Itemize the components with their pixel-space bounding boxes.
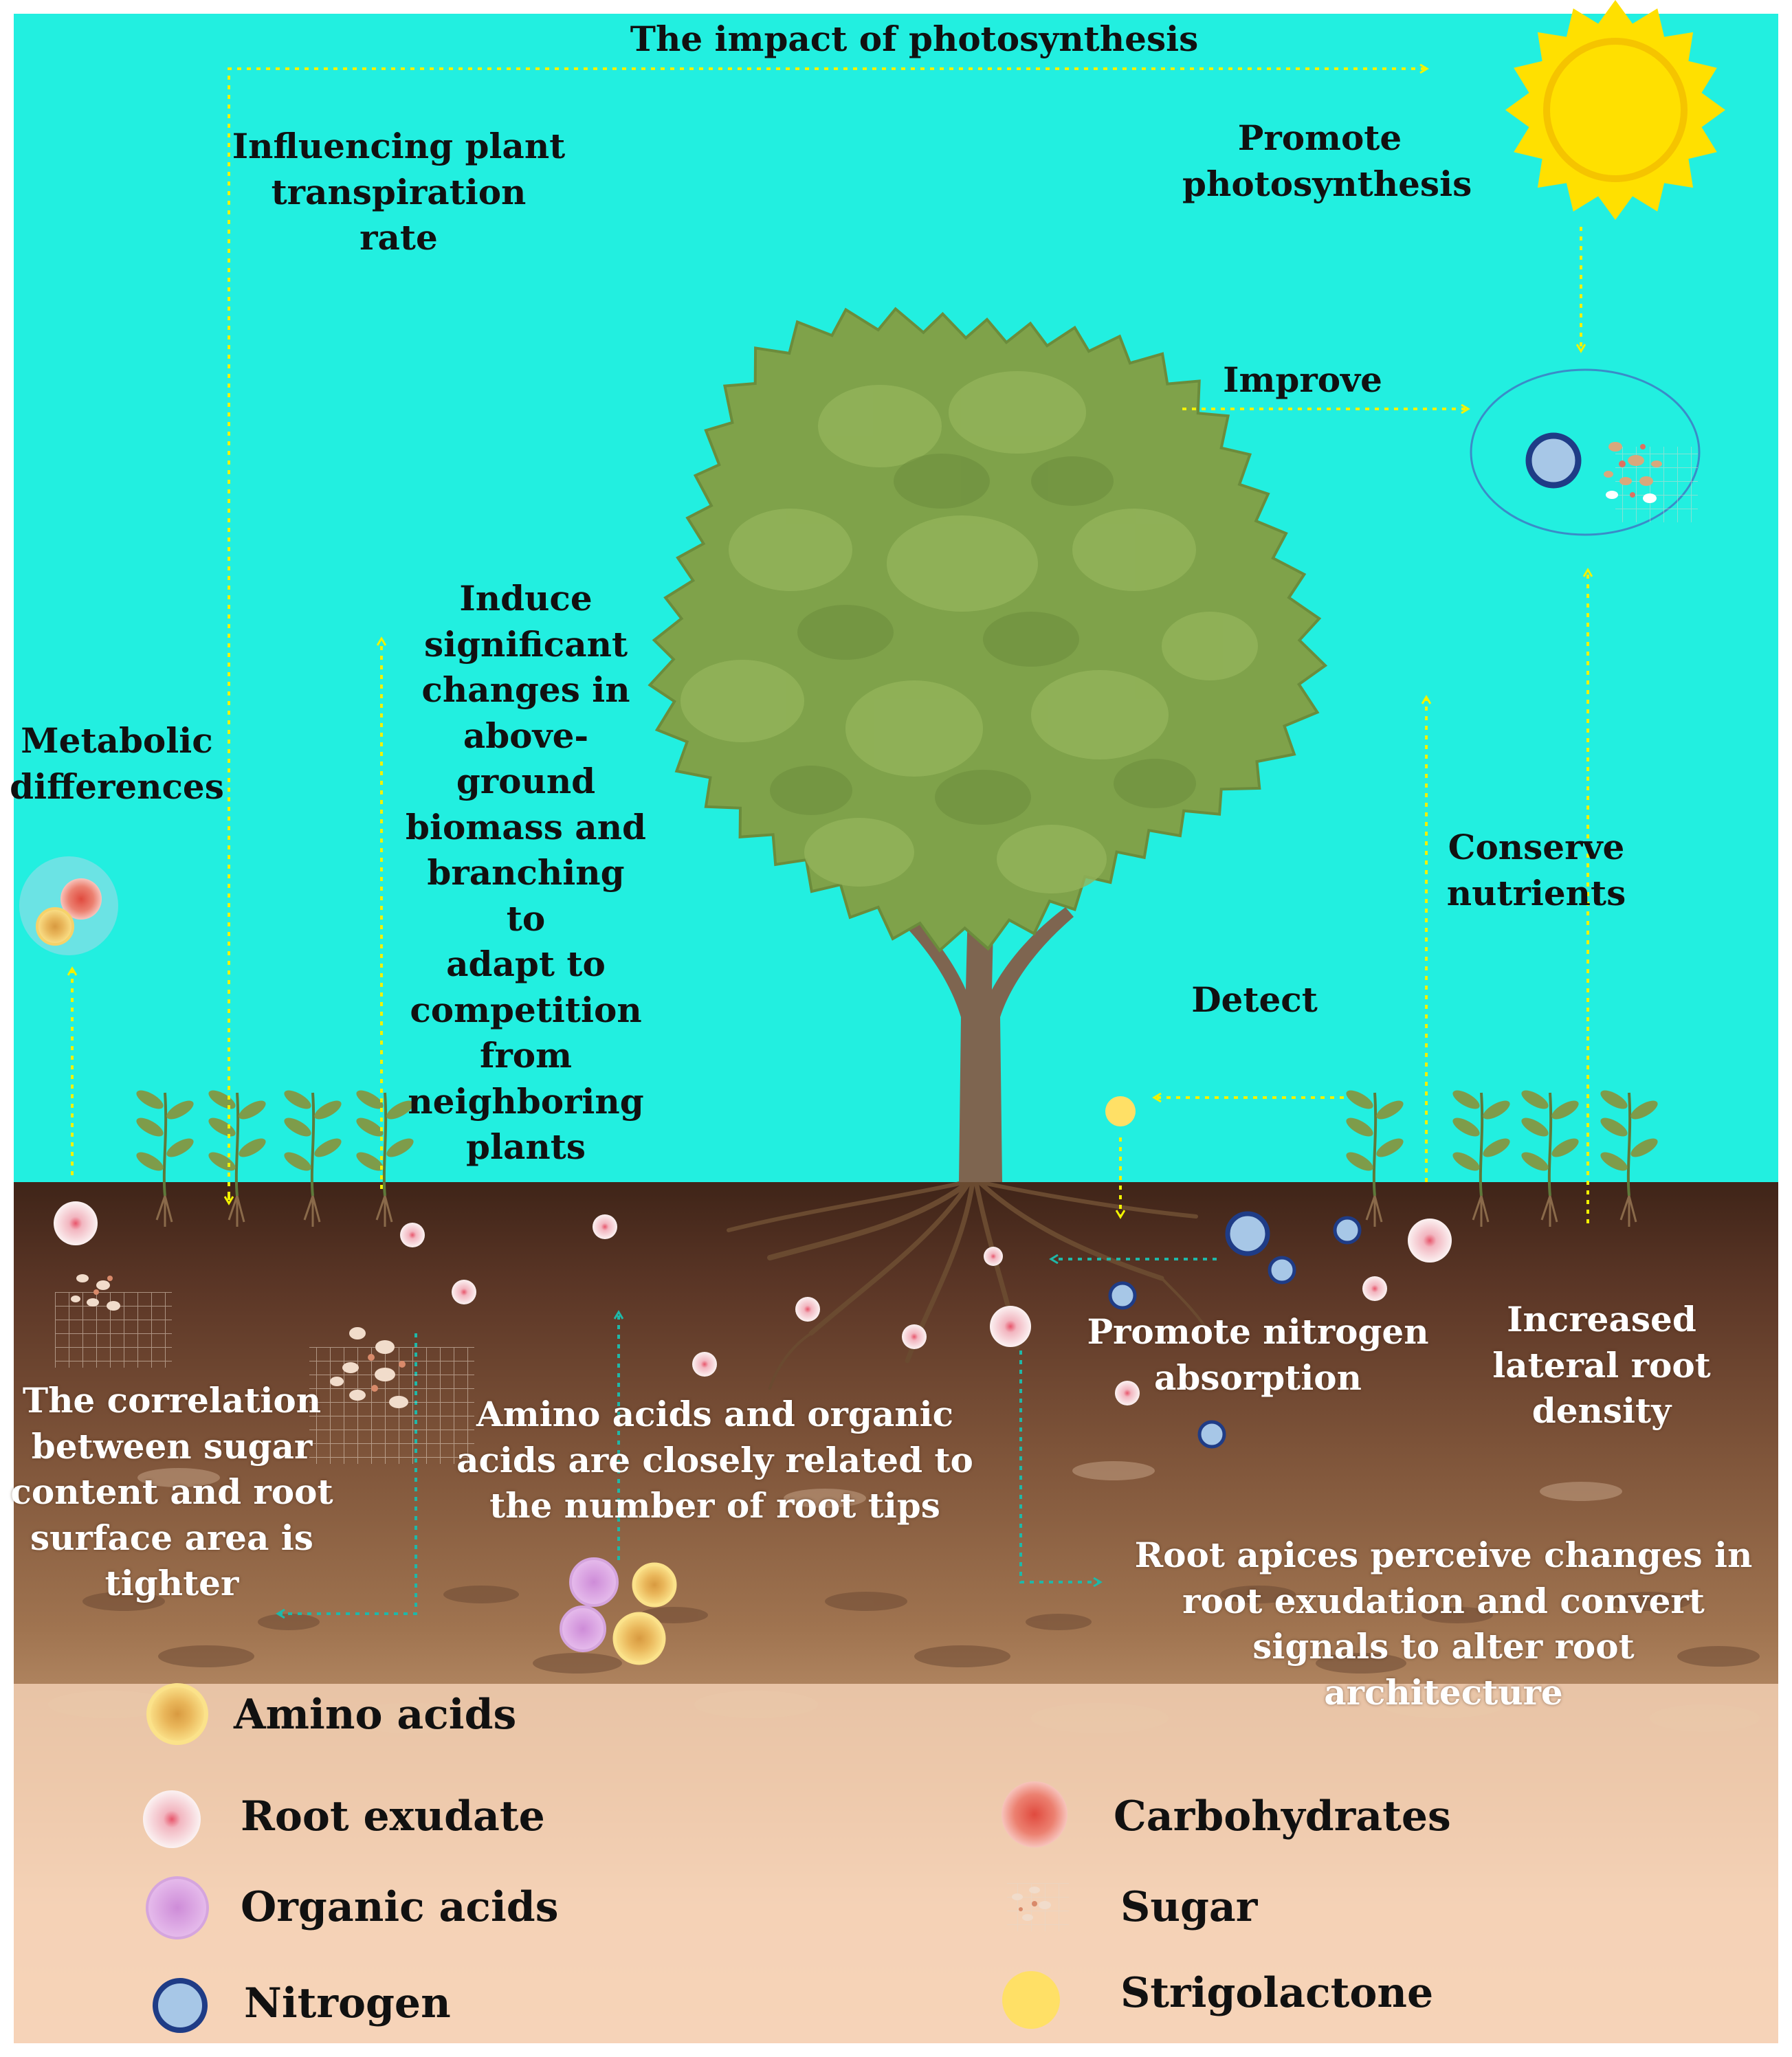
label-transpiration: Influencing plant transpiration rate (232, 126, 566, 258)
seedling-icon (1346, 1090, 1404, 1227)
root-exudate-particle (902, 1324, 927, 1349)
arrow-sugar-correlation (278, 1333, 417, 1614)
seedlings (136, 1090, 1658, 1227)
tree-trunk (894, 805, 1074, 1182)
tree-foliage-shades (681, 371, 1258, 893)
legend-amino-acids: Amino acids (234, 1691, 517, 1739)
root-exudate-particle (692, 1352, 717, 1377)
arrow-root-apices (1019, 1350, 1100, 1582)
seedling-icon (1600, 1090, 1658, 1227)
legend-strigolactone: Strigolactone (1120, 1969, 1434, 2017)
label-metabolic: Metabolic differences (10, 720, 224, 807)
label-improve: Improve (1223, 359, 1382, 400)
amino-organic-cluster (560, 1557, 677, 1665)
root-exudate-particles (54, 1201, 1452, 1405)
metabolic-icon (19, 856, 118, 955)
label-sugar-correlation: The correlation between sugar content an… (10, 1380, 333, 1603)
label-induce: Induce significant changes in above- gro… (405, 578, 647, 1167)
root-exudate-particle (1115, 1381, 1140, 1405)
legend-root-exudate: Root exudate (241, 1792, 545, 1841)
tree-icon (648, 307, 1328, 1390)
label-nitrogen-absorption: Promote nitrogen absorption (1087, 1311, 1429, 1398)
yellow-arrows (72, 69, 1588, 1223)
sun-icon (1505, 0, 1725, 220)
legend-carbohydrates-icon (1002, 1781, 1068, 1847)
legend-sugar: Sugar (1120, 1883, 1258, 1931)
root-exudate-particle (593, 1214, 617, 1239)
root-exudate-particle (1362, 1276, 1387, 1301)
seedling-icon (356, 1090, 414, 1227)
legend-carbohydrates: Carbohydrates (1114, 1792, 1451, 1841)
seedling-icon (284, 1090, 342, 1227)
root-exudate-particle (990, 1306, 1031, 1347)
label-root-apices: Root apices perceive changes in root exu… (1134, 1535, 1753, 1713)
sugar-clusters (55, 1274, 474, 1464)
legend-icons (143, 1683, 1069, 2033)
arrow-photosynthesis-impact (228, 69, 1426, 1196)
legend-organic-acids-icon (146, 1876, 209, 1939)
root-exudate-particle (54, 1201, 98, 1245)
legend-nitrogen-icon (153, 1978, 208, 2033)
legend-nitrogen: Nitrogen (244, 1979, 451, 2027)
label-promote-photosynthesis: Promote photosynthesis (1182, 118, 1472, 204)
label-lateral-root: Increased lateral root density (1492, 1299, 1711, 1431)
seedling-icon (136, 1090, 194, 1227)
legend-organic-acids: Organic acids (241, 1883, 559, 1931)
tree-roots (727, 1179, 1211, 1390)
seedling-icon (1452, 1090, 1510, 1227)
root-exudate-particle (452, 1280, 476, 1304)
root-exudate-particle (1408, 1219, 1452, 1263)
legend-root-exudate-icon (143, 1790, 201, 1848)
root-exudate-particle (795, 1297, 820, 1322)
legend-sugar-icon (1007, 1883, 1069, 1931)
strigolactone-particle (1105, 1096, 1136, 1126)
nitrogen-particles (1108, 1211, 1362, 1449)
root-exudate-particle (400, 1223, 425, 1247)
legend-strigolactone-icon (1002, 1971, 1060, 2029)
label-photosynthesis-impact: The impact of photosynthesis (630, 19, 1199, 59)
legend-amino-acids-icon (146, 1683, 208, 1745)
teal-arrows (278, 1259, 1217, 1614)
label-detect: Detect (1191, 979, 1318, 1020)
soil-stones (82, 1586, 1760, 1674)
root-exudate-particle (984, 1247, 1003, 1266)
seedling-icon (1521, 1090, 1579, 1227)
nutrient-cell-icon (1470, 368, 1701, 536)
label-amino-organic: Amino acids and organic acids are closel… (456, 1394, 973, 1526)
label-conserve: Conserve nutrients (1446, 827, 1626, 913)
